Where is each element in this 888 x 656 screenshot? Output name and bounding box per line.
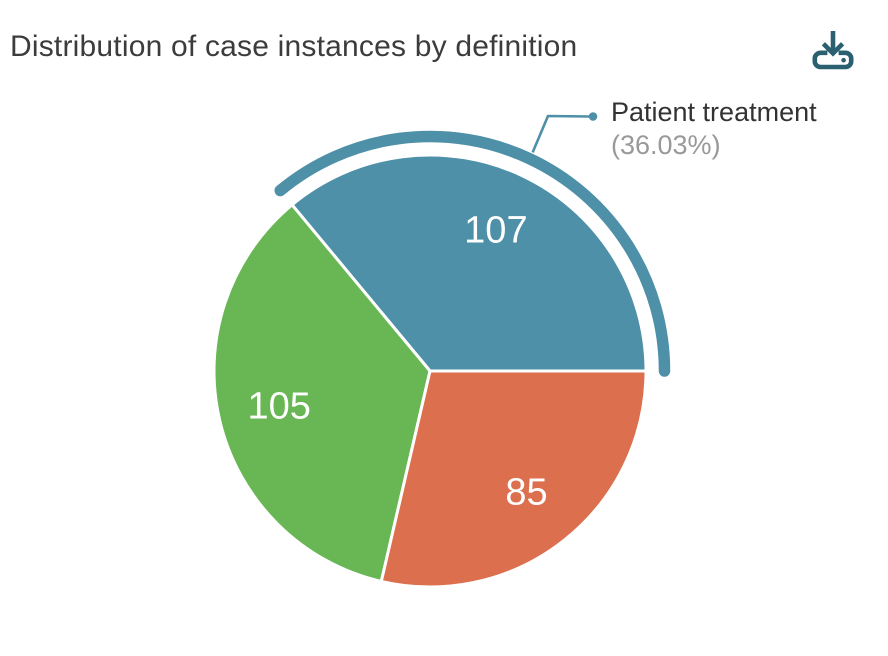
callout-percent: (36.03%): [611, 130, 721, 160]
pie-slice-0[interactable]: [290, 153, 648, 373]
slice-value-label-2: 85: [505, 471, 547, 513]
selected-slice-highlight-arc: [274, 130, 671, 377]
slice-value-label-1: 105: [247, 386, 310, 428]
chart-title: Distribution of case instances by defini…: [10, 30, 578, 63]
slice-value-label-0: 107: [464, 210, 527, 252]
download-icon: [812, 31, 854, 70]
callout-leader-dot: [588, 112, 598, 121]
pie-slice-2[interactable]: [379, 369, 648, 589]
download-button[interactable]: [808, 24, 858, 74]
pie-slice-1[interactable]: [212, 203, 432, 583]
selected-slice-callout: Patient treatment (36.03%): [611, 96, 817, 162]
callout-leader-line: [531, 114, 590, 153]
callout-series-name: Patient treatment: [611, 97, 817, 127]
